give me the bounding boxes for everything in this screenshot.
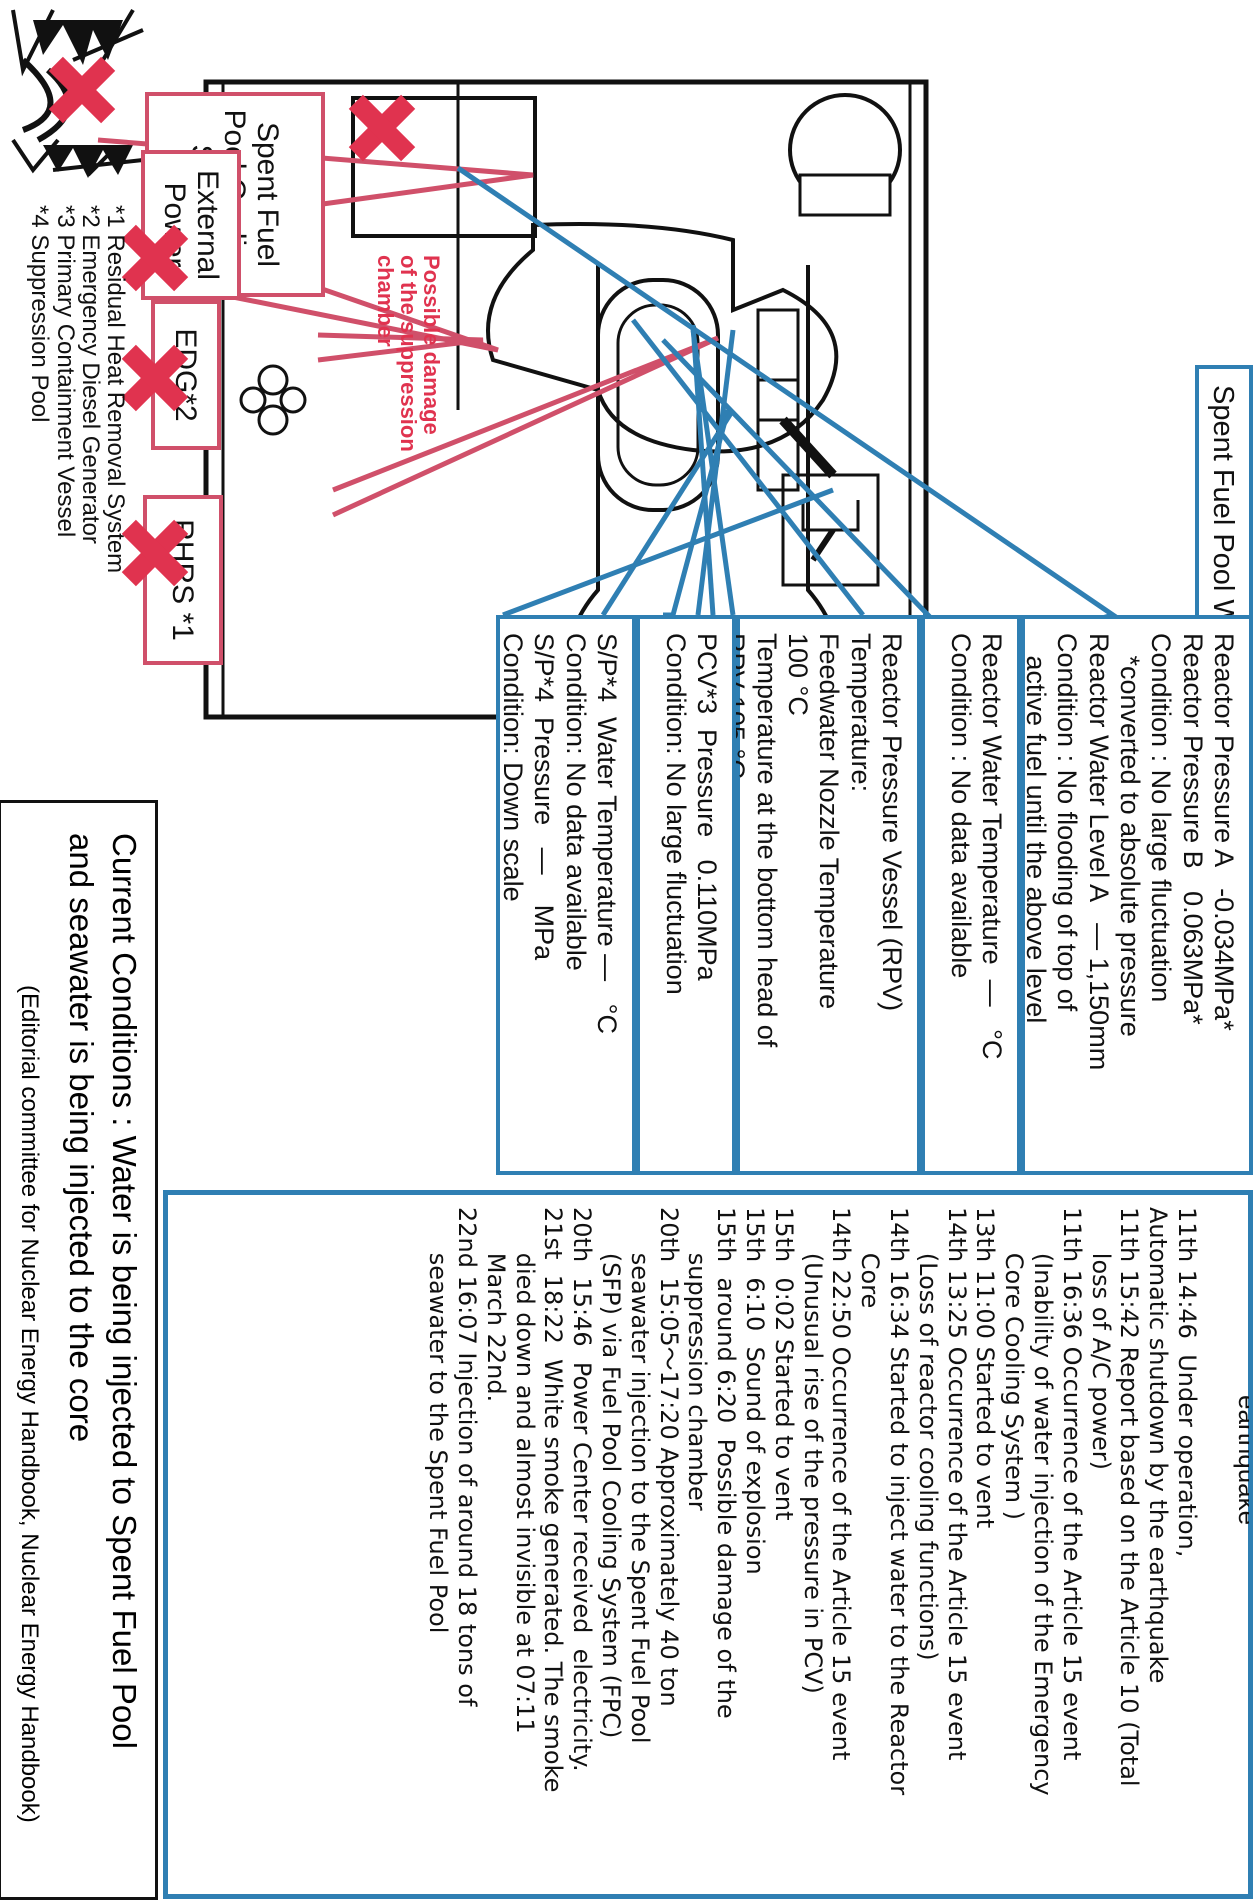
- timeline-entry: 11th 15:42 Report based on the Article 1…: [1115, 1207, 1144, 1787]
- info-line: Condition: No large fluctuation: [660, 633, 691, 995]
- info-line: PCV*3 Pressure 0.110MPa: [692, 633, 722, 981]
- cross-icon: [354, 100, 410, 156]
- reactor-water-temp-box: Reactor Water Temperature — °C Condition…: [921, 615, 1021, 1175]
- timeline-entry: 15th around 6:20 Possible damage of the: [712, 1207, 741, 1719]
- info-line: Condition : No data available: [945, 633, 976, 979]
- suppression-pool-box: S/P*4 Water Temperature — °C Condition: …: [496, 615, 636, 1175]
- timeline-entry: 14th 22:50 Occurrence of the Article 15 …: [827, 1207, 856, 1761]
- info-line: S/P*4 Pressure — MPa: [529, 633, 560, 961]
- info-line: Reactor Pressure B 0.063MPa*: [1177, 633, 1208, 1025]
- timeline-header-text: earthquake: [1233, 1395, 1249, 1526]
- pcv-pressure-box: PCV*3 Pressure 0.110MPa Condition: No la…: [636, 615, 736, 1175]
- info-line: Temperature:: [845, 633, 876, 793]
- possible-damage-line-3: chamber: [372, 255, 398, 347]
- info-line: Reactor Water Level A — 1,150mm: [1083, 633, 1114, 1071]
- timeline-entry: seawater to the Spent Fuel Pool: [424, 1207, 453, 1634]
- timeline-entry: Core Cooling System ): [1000, 1207, 1029, 1520]
- info-line: Reactor Pressure A -0.034MPa*: [1209, 633, 1239, 1031]
- timeline-entry: Core: [856, 1207, 885, 1309]
- info-line: active fuel until the above level: [1021, 633, 1052, 1024]
- info-line: *converted to absolute pressure: [1115, 633, 1146, 1037]
- timeline-entry: 11th 16:36 Occurrence of the Article 15 …: [1057, 1207, 1086, 1761]
- footnote: *2 Emergency Diesel Generator: [76, 205, 104, 544]
- footnote: *3 Primary Containment Vessel: [51, 205, 79, 538]
- timeline-entry: Automatic shutdown by the earthquake: [1144, 1207, 1173, 1684]
- timeline-entry: 22nd 16:07 Injection of around 18 tons o…: [453, 1207, 482, 1707]
- info-line: Reactor Water Temperature — °C: [977, 633, 1007, 1060]
- cross-icon: [54, 62, 110, 118]
- cross-icon: [127, 525, 183, 581]
- timeline-entry: suppression chamber: [683, 1207, 712, 1511]
- timeline-header: earthquake: [1233, 1395, 1249, 1695]
- cross-icon: [127, 230, 183, 286]
- footnotes: *1 Residual Heat Removal System *2 Emerg…: [26, 205, 129, 574]
- info-line: Condition : No flooding of top of: [1052, 633, 1083, 1012]
- timeline-entry: seawater injection to the Spent Fuel Poo…: [625, 1207, 654, 1744]
- timeline-entry: (SFP) via Fuel Pool Cooling System (FPC): [597, 1207, 626, 1739]
- reactor-pressure-box: Reactor Pressure A -0.034MPa* Reactor Pr…: [1021, 615, 1253, 1175]
- info-line: Condition: Down scale: [498, 633, 529, 902]
- external-power-line-1: External: [191, 169, 224, 281]
- possible-damage-line-2: of the suppression: [395, 255, 421, 452]
- footnote: *4 Suppression Pool: [26, 205, 54, 423]
- timeline-entry: 14th 13:25 Occurrence of the Article 15 …: [942, 1207, 971, 1761]
- rpv-temperature-box: Reactor Pressure Vessel (RPV) Temperatur…: [720, 615, 921, 1175]
- timeline-entry: died down and almost invisible at 07:11: [510, 1207, 539, 1734]
- timeline-entry: 13th 11:00 Started to vent: [971, 1207, 1000, 1529]
- footnote: *1 Residual Heat Removal System: [102, 205, 129, 574]
- current-conditions-line-2: and seawater is being injected to the co…: [63, 833, 101, 1443]
- timeline-entry: 15th 0:02 Started to vent: [769, 1207, 798, 1521]
- timeline-entry: 14th 16:34 Started to inject water to th…: [885, 1207, 914, 1796]
- spent-fuel-pool-cooling-line-1: Spent Fuel: [251, 121, 285, 268]
- info-line: Condition : No large fluctuation: [1146, 633, 1177, 1003]
- current-conditions-line-1: Current Conditions : Water is being inje…: [106, 833, 143, 1749]
- possible-damage-line-1: Possible damage: [419, 255, 444, 435]
- timeline-entry: loss of A/C power): [1086, 1207, 1115, 1470]
- info-line: S/P*4 Water Temperature — °C: [592, 633, 622, 1034]
- timeline-entry: (Inability of water injection of the Eme…: [1029, 1207, 1058, 1796]
- source-citation: (Editorial committee for Nuclear Energy …: [16, 985, 43, 1823]
- info-line: Reactor Pressure Vessel (RPV): [877, 633, 907, 1012]
- timeline-entry: (Unusual rise of the pressure in PCV): [798, 1207, 827, 1694]
- info-line: Temperature at the bottom head of: [751, 633, 782, 1048]
- info-line: Feedwater Nozzle Temperature: [814, 633, 845, 1010]
- timeline-entry: 15th 6:10 Sound of explosion: [741, 1207, 770, 1575]
- possible-damage-label: Possible damage of the suppression chamb…: [372, 255, 444, 452]
- info-line: Condition: No data available: [560, 633, 591, 971]
- timeline-entry: March 22nd.: [481, 1207, 510, 1403]
- timeline-entry: 20th 15:05〜17:20 Approximately 40 ton: [654, 1207, 683, 1707]
- timeline-list: 11th 14:46 Under operation,Automatic shu…: [423, 1207, 1201, 1796]
- timeline-entry: (Loss of reactor cooling functions): [913, 1207, 942, 1661]
- info-line: 100 °C: [783, 633, 814, 716]
- timeline-entry: 21st 18:22 White smoke generated. The sm…: [539, 1207, 568, 1793]
- timeline-entry: 20th 15:46 Power Center received electri…: [568, 1207, 597, 1772]
- timeline-entry: 11th 14:46 Under operation,: [1173, 1207, 1201, 1558]
- cross-icon: [127, 350, 183, 406]
